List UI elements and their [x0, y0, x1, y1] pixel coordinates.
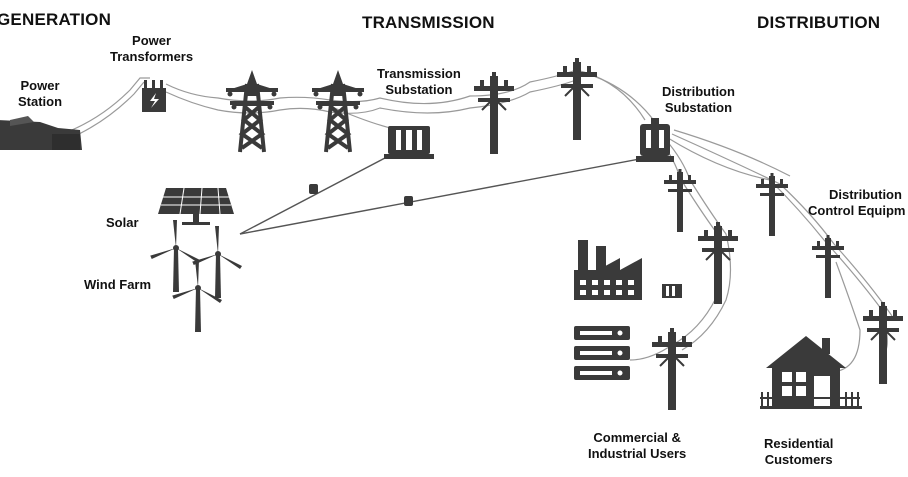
label-line: Residential	[764, 436, 834, 451]
transformer-box-icon	[662, 284, 682, 298]
label-residential: Residential Customers	[764, 436, 833, 468]
distribution-pole-icon	[756, 173, 788, 236]
label-line: Transmission	[377, 66, 461, 81]
label-transmission-substation: Transmission Substation	[377, 66, 461, 98]
label-distribution-control: Distribution Control Equipm	[808, 187, 906, 219]
distribution-pole-icon	[812, 235, 844, 298]
label-line: Customers	[764, 452, 833, 467]
wind-turbine-icon	[171, 260, 222, 332]
label-line: Industrial Users	[588, 446, 687, 461]
label-line: Substation	[664, 100, 733, 115]
label-line: Substation	[385, 82, 453, 97]
label-line: Station	[18, 94, 63, 109]
factory-icon	[574, 240, 642, 300]
header-generation: GENERATION	[0, 10, 112, 29]
label-line: Power	[132, 33, 172, 48]
label-line: Transformers	[110, 49, 194, 64]
transmission-tower-icon	[310, 68, 366, 154]
label-line: Power	[20, 78, 60, 93]
label-commercial-industrial: Commercial & Industrial Users	[588, 430, 686, 462]
header-distribution: DISTRIBUTION	[757, 13, 881, 32]
utility-pole-icon	[473, 71, 515, 155]
power-transformer-icon	[142, 80, 166, 112]
label-power-transformers: Power Transformers	[110, 33, 193, 65]
power-station-icon	[0, 116, 82, 150]
label-wind-farm: Wind Farm	[84, 277, 152, 292]
label-line: Distribution	[829, 187, 902, 202]
solar-panel-icon	[158, 187, 234, 225]
distribution-pole-icon	[664, 169, 696, 232]
power-lines	[61, 69, 893, 373]
transmission-substation-icon	[384, 126, 434, 159]
distribution-pole-icon	[862, 301, 904, 385]
transmission-tower-icon	[224, 68, 280, 154]
distribution-pole-icon	[697, 221, 739, 305]
label-distribution-substation: Distribution Substation	[662, 84, 735, 116]
utility-pole-icon	[556, 57, 598, 141]
label-line: Control Equipm	[808, 203, 906, 218]
distribution-substation-icon	[636, 118, 674, 162]
house-icon	[760, 336, 862, 409]
label-power-station: Power Station	[18, 78, 62, 110]
label-line: Distribution	[662, 84, 735, 99]
header-transmission: TRANSMISSION	[362, 13, 495, 32]
label-line: Commercial &	[593, 430, 681, 445]
distribution-pole-icon	[651, 327, 693, 411]
server-rack-icon	[574, 326, 630, 380]
label-solar: Solar	[106, 215, 139, 230]
line-insulators	[309, 184, 413, 206]
wind-turbine-icon	[149, 220, 200, 292]
